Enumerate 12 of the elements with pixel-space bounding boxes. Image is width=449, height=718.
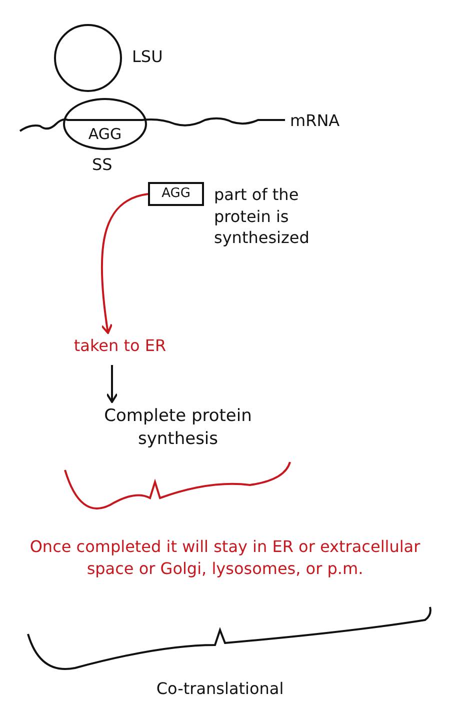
step-text: Complete protein synthesis	[78, 405, 278, 453]
arrow	[100, 193, 148, 334]
codon-box: AGG	[148, 182, 204, 206]
step-text: taken to ER	[55, 335, 185, 359]
caption-text: Co-translational	[155, 678, 285, 700]
small-subunit-oval: AGG	[63, 98, 147, 150]
note-text: Once completed it will stay in ER or extracellular space or Golgi, lysosomes, or p.m.	[28, 536, 422, 580]
part-label: LSU	[132, 46, 164, 68]
part-label: SS	[92, 154, 114, 176]
part-label: mRNA	[290, 110, 341, 132]
caption-text: part of the protein is synthesized	[214, 184, 310, 249]
arrow	[106, 365, 118, 403]
